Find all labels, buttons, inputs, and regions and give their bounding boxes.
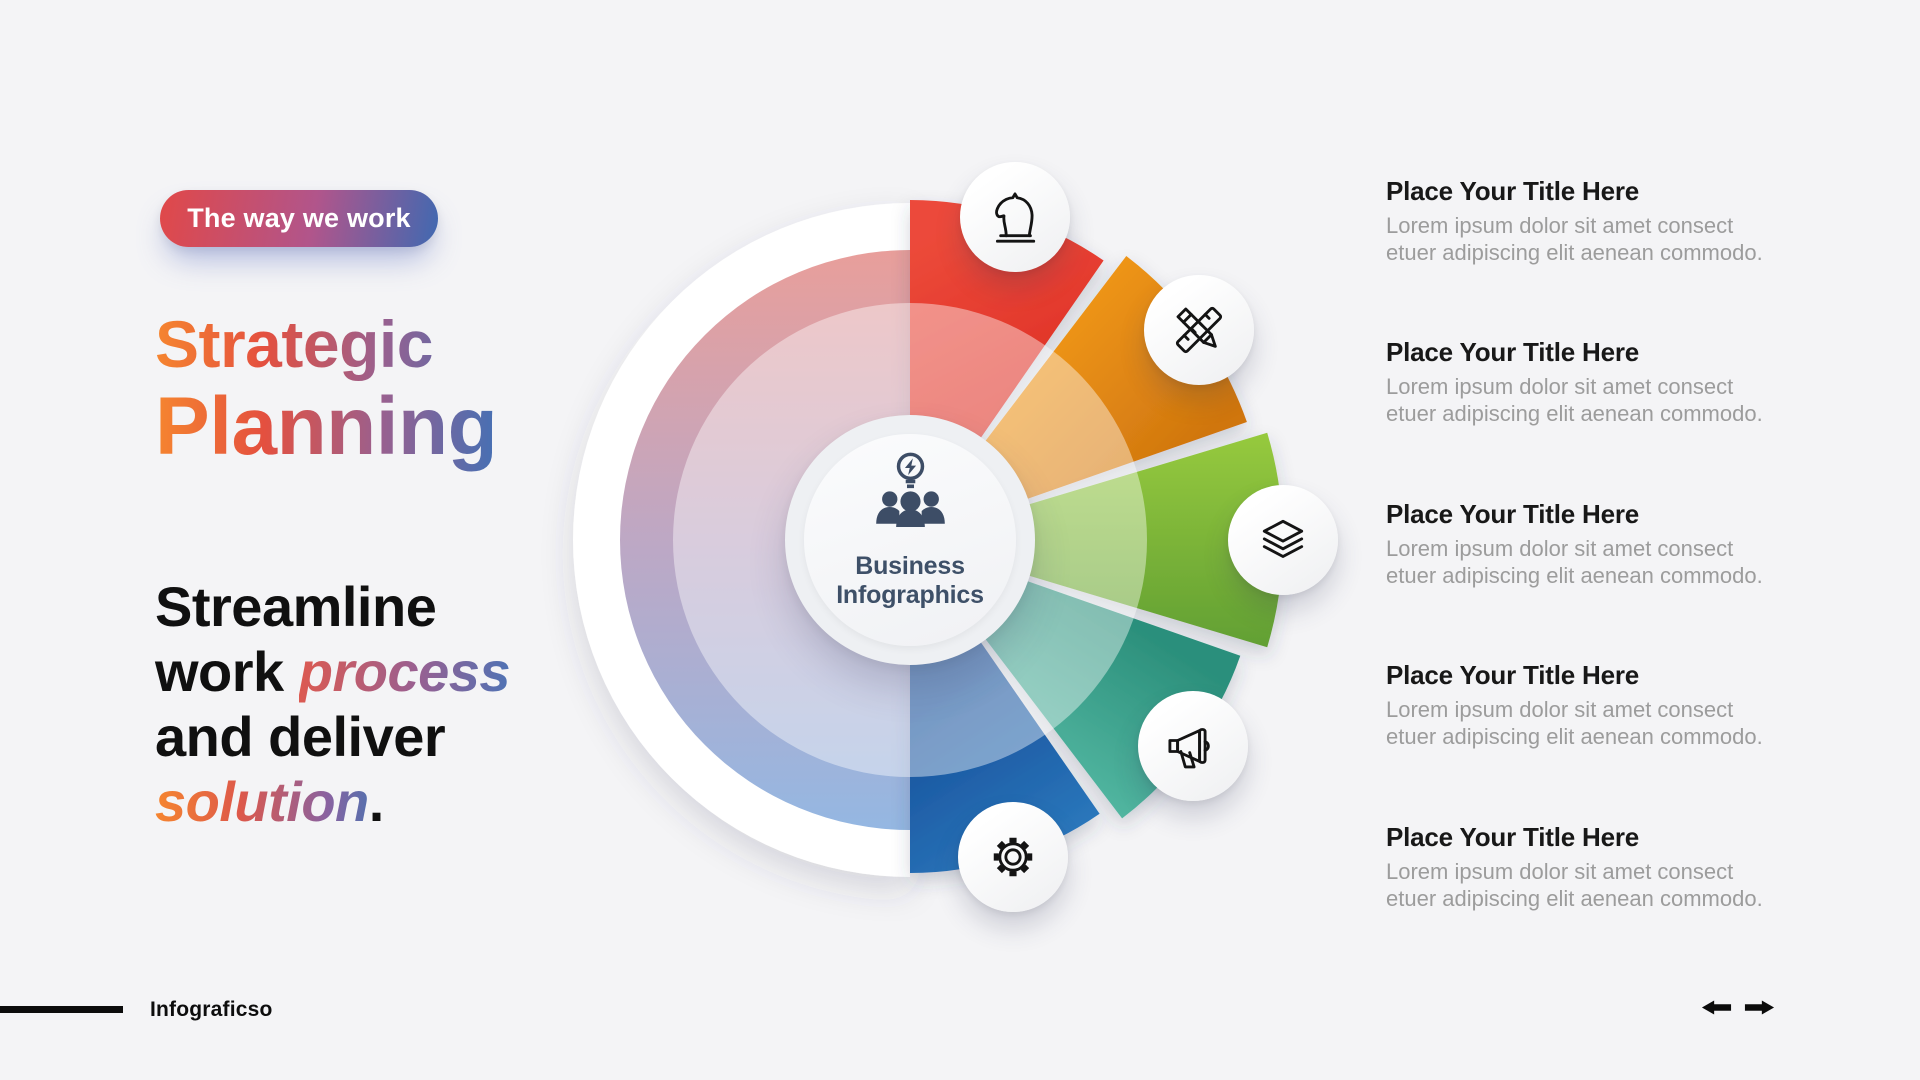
segment-green[interactable] (910, 432, 1283, 648)
hero-copy-line3: and deliver (155, 705, 446, 768)
segment-5-icon-circle[interactable] (958, 802, 1068, 912)
hub-title: Business Infographics (785, 552, 1035, 610)
info-item-2-desc-line1: Lorem ipsum dolor sit amet consect (1386, 374, 1734, 399)
hero-copy-line4-plain: . (368, 770, 385, 833)
segment-2-icon-circle[interactable] (1144, 275, 1254, 385)
footer-brand: Infograficso (150, 998, 273, 1021)
info-item-2: Place Your Title Here Lorem ipsum dolor … (1386, 337, 1806, 427)
info-item-1: Place Your Title Here Lorem ipsum dolor … (1386, 176, 1806, 266)
prev-arrow-button[interactable] (1701, 999, 1732, 1016)
megaphone-icon (1168, 728, 1210, 769)
page-title-line2: Planning (155, 381, 498, 472)
next-arrow-button[interactable] (1744, 999, 1775, 1016)
kicker-badge-label: The way we work (187, 203, 411, 233)
hero-copy-line4: solution. (155, 769, 510, 834)
brand-rule (0, 1006, 123, 1013)
info-item-5-desc-line2: etuer adipiscing elit aenean commodo. (1386, 885, 1763, 911)
info-item-3-desc-line1: Lorem ipsum dolor sit amet consect (1386, 536, 1734, 561)
segment-3-icon-circle[interactable] (1228, 485, 1338, 595)
hub-title-line1: Business (855, 552, 965, 580)
info-item-4-desc-line1: Lorem ipsum dolor sit amet consect (1386, 697, 1734, 722)
team-idea-icon (876, 452, 945, 527)
gear-icon (993, 837, 1033, 877)
hero-copy-line2-accent: process (298, 640, 511, 703)
info-item-1-desc: Lorem ipsum dolor sit amet consect etuer… (1386, 213, 1806, 266)
info-item-2-title: Place Your Title Here (1386, 337, 1640, 367)
info-item-1-title: Place Your Title Here (1386, 176, 1640, 206)
kicker-badge: The way we work (160, 190, 438, 247)
chess-knight-icon (995, 192, 1036, 243)
hero-copy-line2-plain: work (155, 640, 299, 703)
hero-copy: Streamline work process and deliver solu… (155, 574, 511, 834)
info-item-1-desc-line2: etuer adipiscing elit aenean commodo. (1386, 239, 1763, 265)
layers-icon (1262, 519, 1304, 558)
segment-4-icon-circle[interactable] (1138, 691, 1248, 801)
slide-nav (1701, 999, 1775, 1018)
info-item-3-desc: Lorem ipsum dolor sit amet consect etuer… (1386, 536, 1806, 589)
chart-left-half (620, 250, 910, 830)
info-item-5-title: Place Your Title Here (1386, 822, 1640, 852)
info-item-5-desc-line1: Lorem ipsum dolor sit amet consect (1386, 859, 1734, 884)
page-title-line1: Strategic (155, 306, 497, 382)
info-item-2-desc: Lorem ipsum dolor sit amet consect etuer… (1386, 374, 1806, 427)
info-item-4-desc-line2: etuer adipiscing elit aenean commodo. (1386, 723, 1763, 749)
info-item-4-desc: Lorem ipsum dolor sit amet consect etuer… (1386, 697, 1806, 750)
hero-copy-line2: work process (155, 639, 511, 704)
segment-1-icon-circle[interactable] (960, 162, 1070, 272)
info-item-3-title: Place Your Title Here (1386, 499, 1640, 529)
info-item-3-desc-line2: etuer adipiscing elit aenean commodo. (1386, 562, 1763, 588)
info-item-3: Place Your Title Here Lorem ipsum dolor … (1386, 499, 1806, 589)
info-item-1-desc-line1: Lorem ipsum dolor sit amet consect (1386, 213, 1734, 238)
info-item-4: Place Your Title Here Lorem ipsum dolor … (1386, 660, 1806, 750)
info-item-4-title: Place Your Title Here (1386, 660, 1640, 690)
hero-copy-line1: Streamline (155, 575, 437, 638)
info-item-2-desc-line2: etuer adipiscing elit aenean commodo. (1386, 400, 1763, 426)
page-title: Strategic Planning (155, 306, 498, 472)
pencil-ruler-icon (1175, 306, 1223, 354)
info-item-5-desc: Lorem ipsum dolor sit amet consect etuer… (1386, 859, 1806, 912)
hero-copy-line4-accent: solution (155, 770, 369, 833)
hub-title-line2: Infographics (836, 581, 984, 609)
info-item-5: Place Your Title Here Lorem ipsum dolor … (1386, 822, 1806, 912)
center-hub (785, 415, 1035, 665)
